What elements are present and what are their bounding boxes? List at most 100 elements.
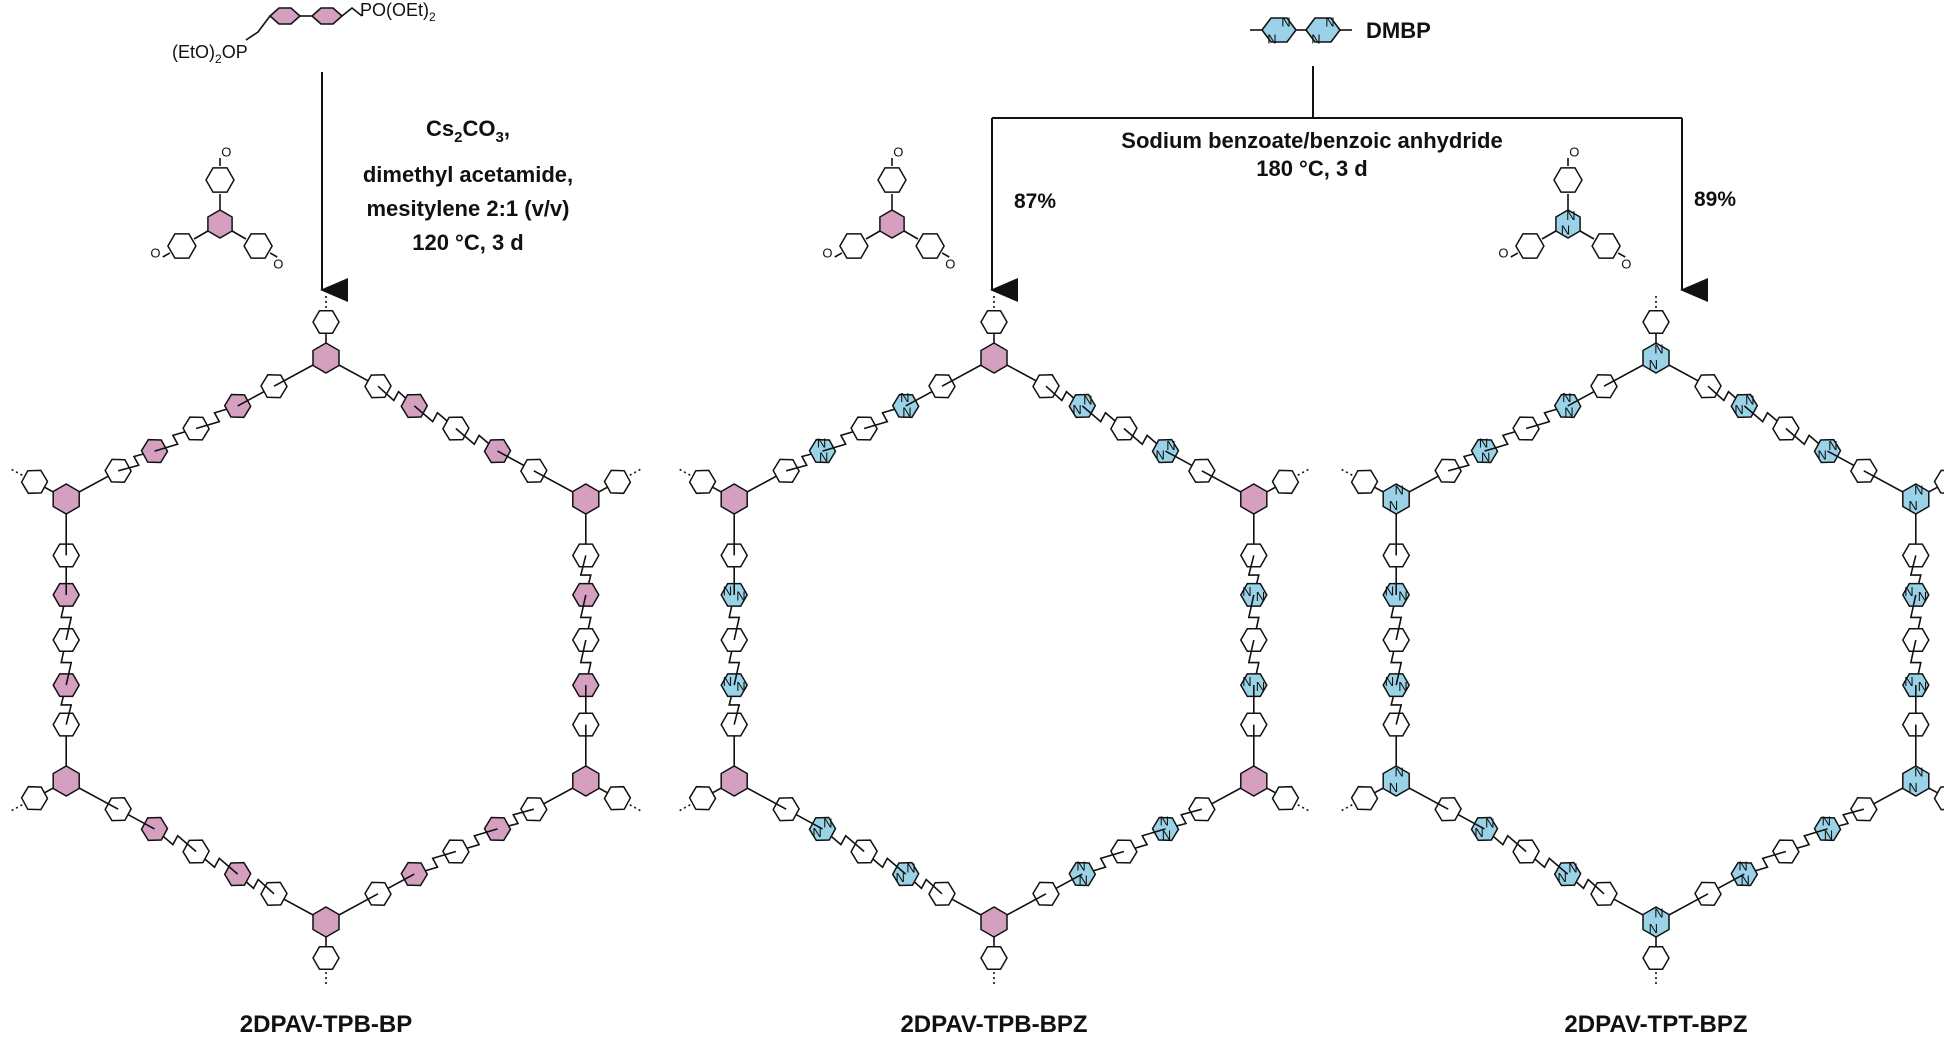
atom-n: N [1256,589,1265,604]
atom-n: N [1562,390,1571,405]
atom-n: N [1281,14,1290,29]
linker-ring [1068,861,1097,887]
atom-n: N [1325,14,1334,29]
linker-ring [1553,393,1582,419]
phenyl-ring [772,458,800,483]
continuation-bond [9,804,23,813]
phenyl-ring [1642,309,1670,335]
linker-ring [808,816,837,842]
atom-n: N [902,404,911,419]
continuation-bond [629,804,643,813]
linker-ring [1239,582,1268,607]
bond [231,230,247,240]
atom-n: N [1162,827,1171,842]
formyl-bond [834,252,843,258]
atom-n: N [1481,450,1490,465]
phenyl-ring [1350,785,1379,811]
linker-ring [1901,582,1930,607]
phenyl-ring [839,233,869,259]
phenyl-ring [1591,233,1621,259]
phenyl-ring [1434,458,1462,483]
atom-n: N [1072,402,1081,417]
atom-n: N [1649,357,1658,372]
linker-ring [483,438,512,464]
atom-n: N [1738,858,1747,873]
phenyl-ring [243,233,273,259]
core-ring [312,342,340,374]
atom-n: N [1654,906,1663,921]
aldehyde-o-label: O [893,144,903,159]
formyl-bond [1617,252,1626,258]
product-labels: 2DPAV-TPB-BP 2DPAV-TPB-BPZ 2DPAV-TPT-BPZ [240,1011,1748,1038]
atom-n: N [1649,921,1658,936]
biphenyl-ring-1 [268,7,302,25]
product-name-tpt-bpz: 2DPAV-TPT-BPZ [1564,1011,1747,1038]
atom-n: N [1156,447,1165,462]
atom-n: N [823,816,832,831]
atom-n: N [723,674,732,689]
formyl-bond [941,252,950,258]
atom-n: N [1654,342,1663,357]
continuation-bond [9,467,23,476]
formyl-bond [162,252,171,258]
monomer-tpb-left: OOO [150,144,283,271]
atom-n: N [1914,483,1923,498]
core-ring [1382,483,1410,515]
atom-n: N [736,679,745,694]
atom-n: N [1267,31,1276,46]
atom-n: N [1745,393,1754,408]
atom-n: N [819,450,828,465]
core-ring [980,906,1008,938]
linker-ring [720,673,749,698]
atom-n: N [1561,223,1570,238]
atom-n: N [1385,584,1394,599]
biphenyl-ring-2 [310,7,344,25]
core-ring [1642,906,1670,938]
phenyl-ring [1933,786,1944,811]
phenyl-ring [1553,167,1583,193]
core-ring [720,765,748,797]
core-ring [312,906,340,938]
yield-left: 87% [1014,190,1056,213]
phosphonate-right-label: PO(OEt)2 [360,0,436,24]
atom-n: N [1822,813,1831,828]
bond [1579,230,1595,240]
formyl-bond [1510,252,1519,258]
atom-n: N [1904,584,1913,599]
atom-n: N [1242,674,1251,689]
atom-n: N [812,825,821,840]
aldehyde-o-label: O [221,144,231,159]
core-ring [207,209,233,239]
phenyl-ring [688,785,717,811]
condition-line-2: dimethyl acetamide, [363,162,573,187]
phenyl-ring [1271,469,1300,495]
bond [865,230,881,240]
phenyl-ring [1188,797,1216,822]
core-ring [52,765,80,797]
linker-ring [223,393,252,419]
phosphonate-left-label: (EtO)2OP [172,42,248,66]
linker-ring [1470,816,1499,842]
atom-n: N [723,584,732,599]
framework-tpb-bp [9,294,643,986]
atom-n: N [1256,679,1265,694]
core-ring [1902,765,1930,797]
linker-ring [140,816,169,842]
condition-line-4: 120 °C, 3 d [412,230,524,255]
core-ring [1240,483,1268,515]
phenyl-ring [20,785,49,811]
atom-n: N [1564,404,1573,419]
atom-n: N [1479,435,1488,450]
atom-n: N [1914,765,1923,780]
linker-ring [1730,861,1759,887]
aldehyde-o-label: O [273,256,283,271]
phenyl-ring [312,945,340,971]
atom-n: N [1485,816,1494,831]
phenyl-ring [104,458,132,483]
dmbp-label: DMBP [1366,18,1431,43]
conditions-right: Sodium benzoate/benzoic anhydride 180 °C… [1014,128,1736,213]
atom-n: N [906,861,915,876]
